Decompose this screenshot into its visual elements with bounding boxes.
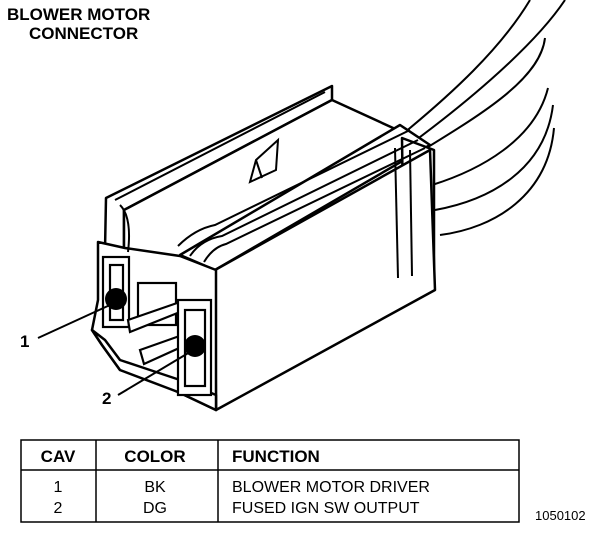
header-color: COLOR — [124, 447, 185, 466]
callout-2-label: 2 — [102, 389, 111, 408]
diagram-title-line1: BLOWER MOTOR — [7, 5, 150, 24]
callout-1-label: 1 — [20, 332, 29, 351]
callout-2-leader — [117, 351, 191, 396]
connector-details — [114, 91, 426, 279]
row-1-color: BK — [144, 479, 166, 496]
callout-1-leader — [37, 304, 111, 339]
wire-harness — [403, 0, 566, 236]
row-2-color: DG — [143, 500, 167, 517]
header-cav: CAV — [41, 447, 76, 466]
row-2-cav: 2 — [54, 500, 63, 517]
row-1-cav: 1 — [54, 479, 63, 496]
pinout-table: CAV COLOR FUNCTION 1 BK BLOWER MOTOR DRI… — [20, 439, 520, 523]
figure-number: 1050102 — [535, 508, 586, 523]
diagram-title-line2: CONNECTOR — [29, 24, 138, 43]
row-1-function: BLOWER MOTOR DRIVER — [232, 479, 430, 496]
terminal-1-marker — [105, 288, 127, 310]
row-2-function: FUSED IGN SW OUTPUT — [232, 500, 420, 517]
header-function: FUNCTION — [232, 447, 320, 466]
